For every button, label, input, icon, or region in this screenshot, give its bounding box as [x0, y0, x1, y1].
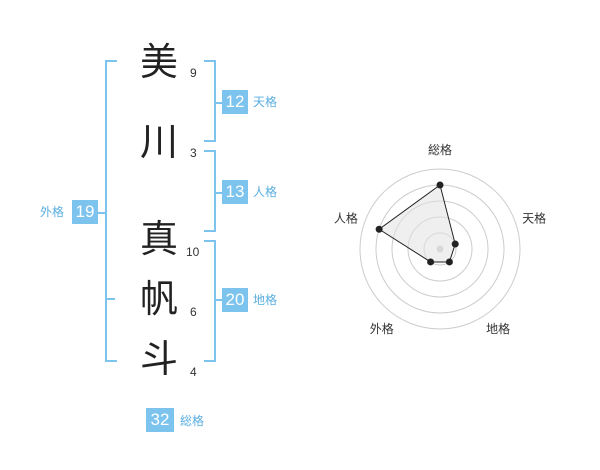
radar-point-4 — [427, 258, 435, 266]
jinkaku-bracket — [204, 150, 216, 232]
radar-axis-label-3: 地格 — [486, 321, 510, 336]
chikaku-bracket — [204, 240, 216, 362]
tenkaku-label: 天格 — [253, 95, 278, 109]
radar-polygon — [378, 184, 456, 263]
radar-point-1 — [436, 181, 444, 189]
soukaku-label: 総格 — [180, 414, 205, 428]
radar-axis-label-2: 天格 — [522, 210, 546, 225]
radar-point-5 — [375, 225, 383, 233]
stroke-count-1: 9 — [190, 66, 197, 80]
gaikaku-bracket — [105, 60, 117, 362]
gaikaku-value: 19 — [72, 200, 98, 224]
chikaku-connector — [214, 299, 222, 301]
name-char-1: 美 — [139, 40, 178, 84]
jinkaku-value: 13 — [222, 180, 248, 204]
soukaku-value: 32 — [146, 408, 174, 432]
chikaku-value: 20 — [222, 288, 248, 312]
name-char-5: 斗 — [139, 337, 178, 381]
name-char-2: 川 — [139, 120, 178, 164]
tenkaku-connector — [214, 102, 222, 104]
gaikaku-connector — [97, 212, 106, 214]
radar-axis-label-1: 総格 — [428, 142, 452, 157]
name-char-3: 真 — [139, 217, 178, 261]
gaikaku-bracket-tick — [105, 298, 115, 300]
stroke-count-4: 6 — [190, 305, 197, 319]
name-char-4: 帆 — [139, 277, 178, 321]
radar-point-2 — [451, 240, 459, 248]
jinkaku-connector — [214, 192, 222, 194]
tenkaku-bracket — [204, 60, 216, 142]
stroke-count-3: 10 — [186, 245, 200, 259]
chikaku-label: 地格 — [253, 293, 278, 307]
radar-point-3 — [445, 258, 453, 266]
tenkaku-value: 12 — [222, 90, 248, 114]
stroke-count-5: 4 — [190, 365, 197, 379]
gaikaku-label: 外格 — [40, 205, 65, 219]
stroke-count-2: 3 — [190, 146, 197, 160]
radar-ring-5 — [359, 168, 521, 330]
jinkaku-label: 人格 — [253, 185, 278, 199]
radar-axis-label-4: 外格 — [370, 321, 394, 336]
radar-axis-label-5: 人格 — [334, 210, 358, 225]
